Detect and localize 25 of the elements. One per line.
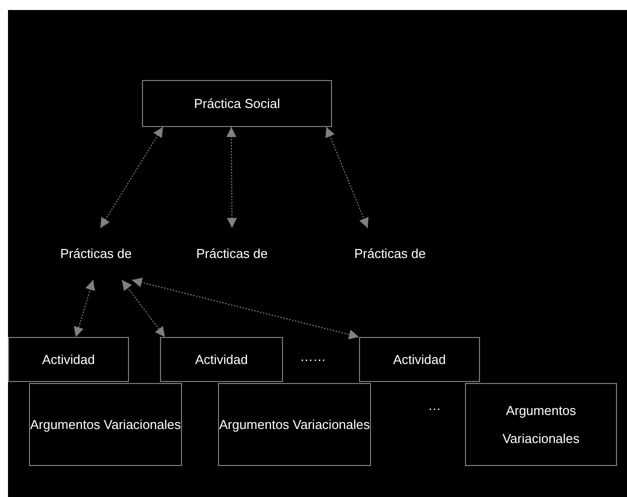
node-label: Prácticas de [196, 245, 268, 263]
process-box [465, 383, 617, 466]
node-label: Prácticas de [60, 245, 132, 263]
process-box [29, 383, 182, 466]
process-box [218, 383, 371, 466]
process-box [142, 80, 332, 127]
double-headed-arrow [226, 126, 237, 228]
process-box [8, 337, 129, 382]
box-label: Argumentos Variacionales [501, 402, 581, 448]
box-label: Actividad [195, 350, 248, 368]
box-label: Actividad [42, 350, 95, 368]
process-box [160, 337, 283, 382]
ellipsis-label: … [428, 398, 441, 413]
double-headed-arrow [121, 280, 166, 338]
double-headed-arrow [132, 278, 360, 340]
process-box [359, 337, 480, 382]
box-label: Argumentos Variacionales [30, 416, 181, 434]
box-label: Argumentos Variacionales [219, 416, 370, 434]
ellipsis-label: …… [300, 349, 326, 364]
double-headed-arrow [100, 126, 164, 228]
double-headed-arrow [325, 126, 369, 228]
box-label: Práctica Social [194, 96, 280, 111]
box-label: Actividad [393, 350, 446, 368]
double-headed-arrow [74, 280, 95, 338]
node-label: Prácticas de [354, 245, 426, 263]
